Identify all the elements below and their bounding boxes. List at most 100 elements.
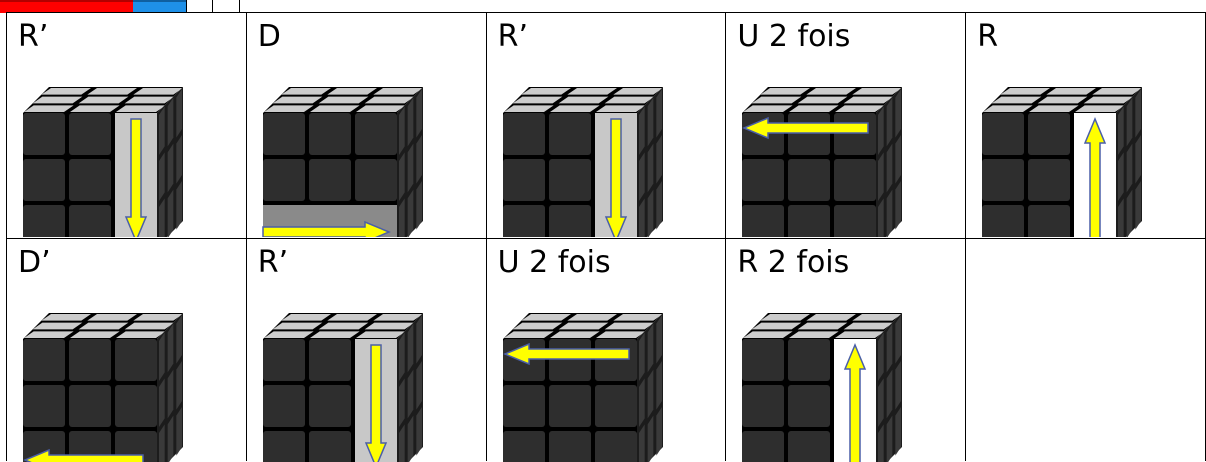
cube-side-sticker — [398, 106, 405, 155]
cube-front-sticker — [308, 113, 351, 155]
cube-side-sticker — [647, 143, 653, 193]
cube-front-sticker — [23, 385, 65, 427]
cube-diagram — [499, 73, 663, 237]
cube-side-sticker — [416, 89, 422, 138]
move-cell: R — [965, 12, 1206, 239]
cube-side-sticker — [887, 143, 893, 193]
cube-top-sticker — [87, 314, 137, 321]
cube-top-sticker — [760, 88, 811, 95]
cube-top-sticker — [549, 331, 600, 338]
cube-side-sticker — [887, 189, 893, 237]
cube-top-sticker — [752, 322, 802, 330]
cube-side-sticker — [1126, 97, 1133, 147]
cube-side-sticker — [655, 407, 662, 456]
header-color-strip — [0, 0, 240, 13]
cube-side-sticker — [407, 415, 414, 462]
cube-front-sticker — [982, 205, 1025, 237]
cube-side-sticker — [638, 378, 645, 427]
cube-front-sticker — [742, 431, 785, 462]
cube-front-sticker — [115, 339, 157, 381]
move-cell: R’ — [6, 12, 247, 239]
cube-side-sticker — [407, 97, 414, 147]
cube-front-sticker — [742, 385, 785, 427]
cube-front-sticker — [982, 113, 1025, 155]
cube-side-sticker — [407, 143, 414, 193]
cube-top-sticker — [595, 105, 646, 112]
cube-side-sticker — [159, 332, 165, 381]
cube-side-sticker — [638, 152, 645, 201]
cube-svg — [262, 313, 423, 462]
move-label: R — [977, 19, 999, 54]
cube-top-sticker — [78, 322, 129, 330]
cube-side-sticker — [647, 369, 653, 419]
cube-side-sticker — [647, 415, 653, 462]
cube-side-sticker — [159, 424, 165, 462]
cube-side-sticker — [398, 424, 405, 462]
moves-table: R’ D R’ U 2 fois R D’ — [6, 12, 1206, 462]
cube-front-sticker — [594, 385, 637, 427]
cube-top-sticker — [844, 322, 894, 330]
cube-top-sticker — [355, 105, 406, 112]
cube-top-sticker — [512, 322, 562, 330]
cube-top-sticker — [355, 331, 406, 338]
cube-front-sticker — [982, 159, 1025, 201]
direction-arrow-icon — [262, 220, 391, 237]
cube-side-sticker — [895, 361, 902, 410]
move-cell: U 2 fois — [725, 12, 967, 239]
cube-front-sticker — [23, 159, 65, 201]
cube-front-sticker — [69, 113, 111, 155]
cube-top-sticker — [272, 322, 323, 330]
cube-svg — [23, 87, 183, 237]
cube-side-sticker — [1135, 89, 1142, 138]
cube-top-sticker — [272, 96, 323, 104]
cube-top-sticker — [373, 88, 423, 95]
cube-side-sticker — [638, 198, 645, 237]
empty-cell — [965, 238, 1206, 461]
cube-top-sticker — [806, 314, 857, 321]
cube-side-sticker — [895, 407, 902, 456]
cube-side-sticker — [167, 189, 174, 237]
move-label: U 2 fois — [497, 245, 611, 280]
move-cell: R’ — [485, 12, 727, 239]
cube-top-sticker — [835, 331, 886, 338]
cube-top-sticker — [512, 96, 562, 104]
cube-front-sticker — [742, 159, 785, 201]
direction-arrow-icon — [604, 118, 627, 237]
move-label: R’ — [257, 245, 289, 280]
cube-top-sticker — [1046, 88, 1097, 95]
cube-front-sticker — [742, 339, 785, 381]
cube-side-sticker — [887, 323, 893, 373]
cube-svg — [742, 87, 903, 237]
cube-front-sticker — [502, 159, 545, 201]
cube-top-sticker — [70, 331, 120, 338]
cube-front-sticker — [788, 431, 831, 462]
cube-front-sticker — [308, 159, 351, 201]
cube-side-sticker — [167, 97, 174, 147]
cube-top-sticker — [309, 105, 360, 112]
cube-top-sticker — [604, 322, 654, 330]
cube-diagram — [19, 73, 183, 237]
move-label: D — [257, 19, 281, 54]
cube-svg — [982, 87, 1143, 237]
cube-side-sticker — [407, 323, 414, 373]
cube-front-sticker — [115, 385, 157, 427]
cube-svg — [502, 87, 663, 237]
cube-top-sticker — [318, 322, 369, 330]
cube-top-sticker — [318, 96, 369, 104]
move-cell: U 2 fois — [485, 238, 727, 462]
cube-diagram — [738, 73, 903, 237]
cube-side-sticker — [895, 181, 902, 230]
move-label: D’ — [18, 245, 51, 280]
cube-top-sticker — [520, 88, 571, 95]
cube-top-sticker — [32, 322, 83, 330]
cube-top-sticker — [41, 314, 91, 321]
cube-top-sticker — [844, 96, 894, 104]
cube-side-sticker — [878, 378, 885, 427]
cube-side-sticker — [167, 369, 174, 419]
cube-svg — [742, 313, 903, 462]
cube-front-sticker — [69, 339, 111, 381]
cube-diagram — [738, 299, 903, 462]
cube-front-sticker — [69, 159, 111, 201]
cube-top-sticker — [604, 96, 654, 104]
